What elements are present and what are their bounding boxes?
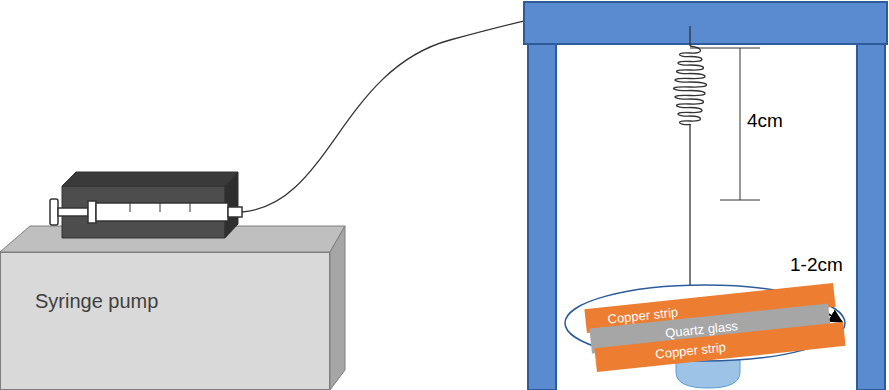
syringe-tick	[160, 203, 161, 212]
syringe-barrel	[96, 203, 228, 221]
node-text: Copper strip	[655, 339, 727, 361]
dimension-label: 4cm	[747, 110, 783, 132]
syringe-flange	[88, 201, 96, 223]
frame-top	[524, 2, 887, 44]
dimension-tick	[720, 200, 760, 201]
dimension-line	[740, 48, 741, 200]
plunger-head	[50, 199, 58, 225]
dimension-tick	[690, 48, 760, 49]
plunger-rod	[58, 208, 88, 216]
syringe-tick	[130, 203, 131, 212]
node-text: Syringe pump	[35, 290, 158, 313]
coil-lead	[689, 124, 690, 285]
pump-side	[330, 226, 345, 390]
pump-block-top	[62, 172, 238, 186]
syringe-tick	[190, 203, 191, 212]
coil-winding	[674, 46, 707, 125]
dimension-label: 1-2cm	[790, 254, 843, 276]
coil	[674, 46, 707, 125]
frame-leg	[857, 44, 885, 390]
pump-housing: Syringe pump	[0, 252, 330, 390]
syringe-tip	[228, 207, 242, 217]
coil-lead	[689, 26, 690, 46]
frame-leg	[528, 44, 556, 390]
